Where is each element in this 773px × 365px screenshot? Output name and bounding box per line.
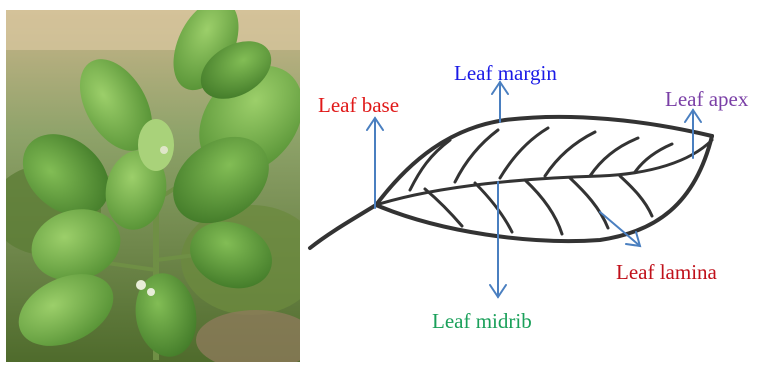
base-arrow	[367, 118, 383, 208]
midrib-arrow	[490, 182, 506, 297]
leaf-lamina-label: Leaf lamina	[616, 260, 717, 284]
leaf-diagram	[300, 0, 773, 365]
plant-photo	[6, 10, 300, 362]
leaf-apex-label: Leaf apex	[665, 87, 748, 111]
leaf-midrib-label: Leaf midrib	[432, 309, 532, 333]
margin-arrow	[492, 82, 508, 122]
leaf-margin-label: Leaf margin	[454, 61, 557, 85]
leaf-outline	[310, 117, 712, 248]
leaf-base-label: Leaf base	[318, 93, 399, 117]
